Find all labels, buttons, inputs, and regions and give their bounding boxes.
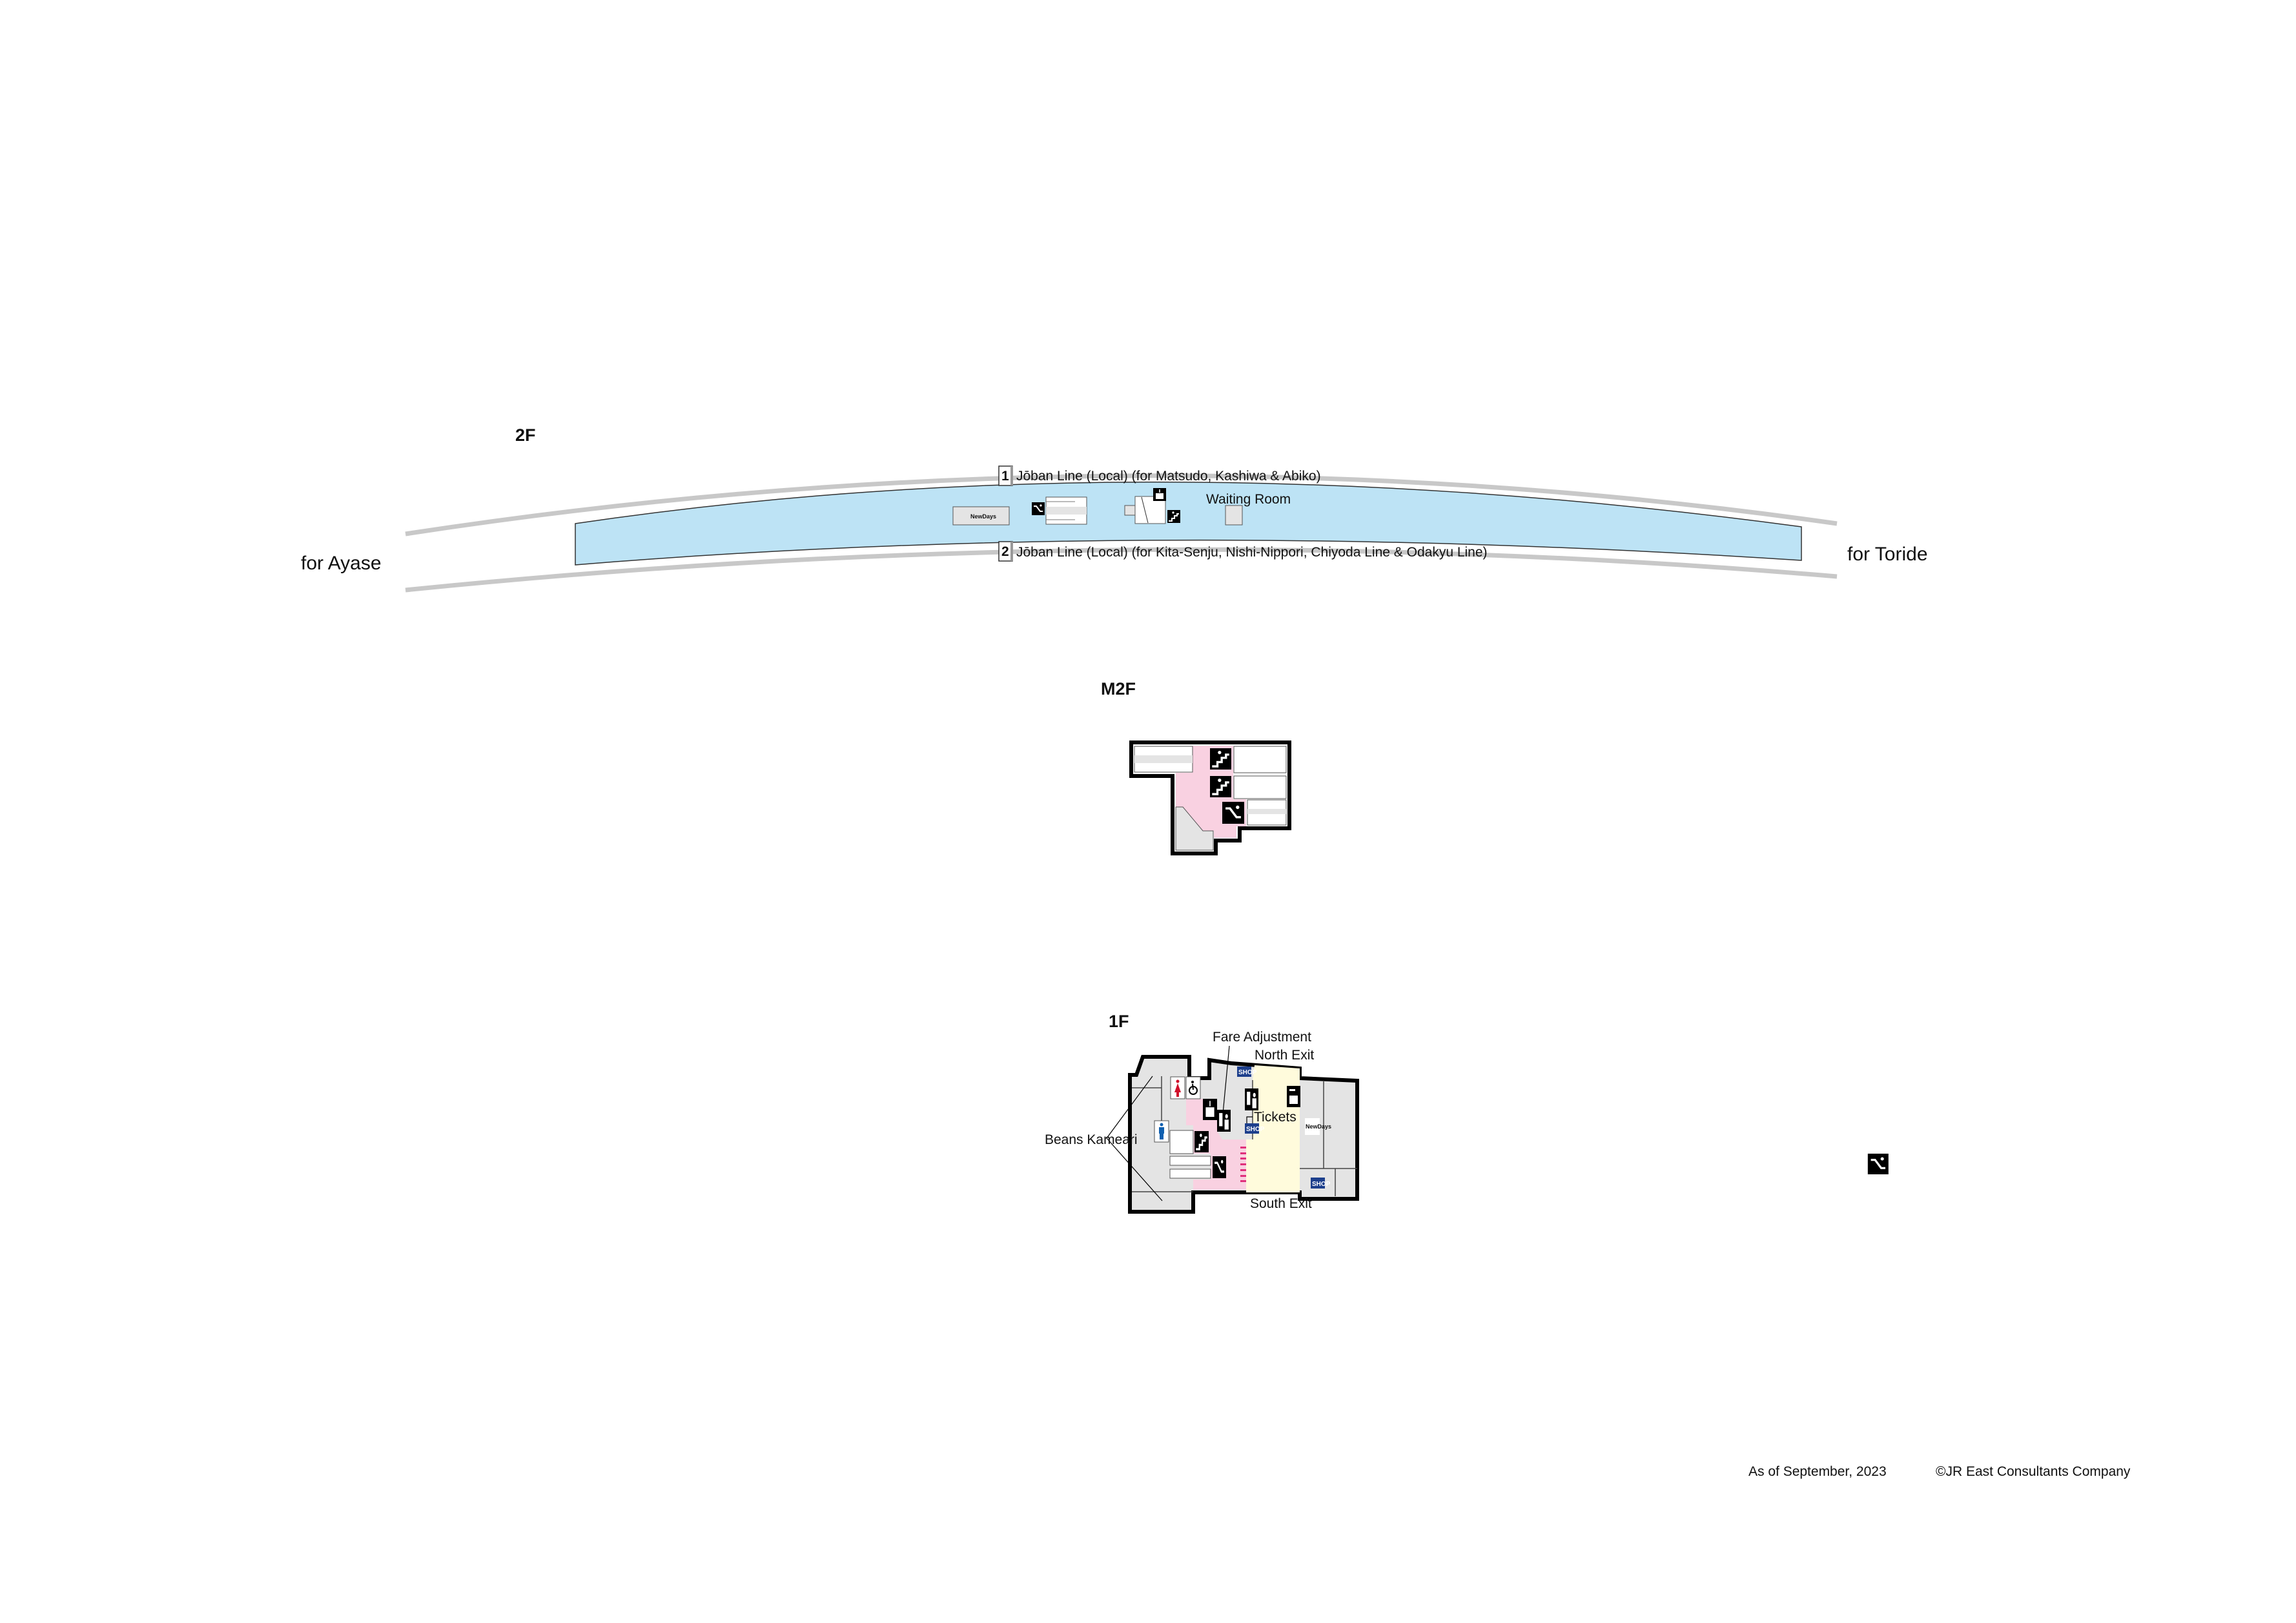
elevator-icon [1202,1097,1218,1121]
ticket-machine-icon [1245,1088,1258,1110]
beans-kameari-label: Beans Kameari [1045,1132,1138,1147]
track-2 [405,547,1838,593]
newdays-shop-1f: NewDays [1305,1118,1331,1135]
as-of-date: As of September, 2023 [1748,1464,1887,1479]
coin-locker-icon [1287,1086,1300,1107]
escalator-icon [1221,801,1245,825]
floor-label-2f: 2F [515,425,536,445]
shop-badge: SHOP [1245,1123,1265,1134]
platform-2-label: Jōban Line (Local) (for Kita-Senju, Nish… [1016,545,1488,560]
fare-adjustment-icon [1217,1110,1231,1132]
platform-1-number: 1 [1001,469,1009,484]
1f-stairs [1169,1130,1211,1179]
mens-toilet-icon [1154,1120,1169,1143]
direction-ayase: for Ayase [301,553,382,574]
south-exit-label: South Exit [1250,1196,1312,1211]
callout-lines [1106,1045,1253,1201]
escalator-icon [1211,1155,1227,1179]
north-exit-label: North Exit [1255,1048,1314,1063]
ticket-gates [1240,1147,1246,1182]
m2f-escalator-left [1134,746,1193,773]
fare-adjustment-label: Fare Adjustment [1213,1030,1311,1045]
floor-m2f: M2F [1101,679,1890,1176]
shop-badge-text: SHOP [1312,1181,1331,1188]
newdays-logo: NewDays [970,513,996,520]
escalator-2f [1045,496,1087,525]
floor-2f: 2F 1 Jōban Line (Local) (for Matsudo, Ka… [301,425,1928,593]
m2f-facility [1175,806,1214,851]
newdays-shop-2f: NewDays [952,506,1010,526]
1f-concourse [1186,1099,1246,1190]
stairs-icon [1193,1130,1210,1154]
accessible-toilet-icon [1185,1076,1201,1099]
waiting-room [1225,505,1243,526]
floor-1f: 1F SHOP SHOP SHOP NewDays [1045,1012,1359,1214]
tickets-label: Tickets [1254,1110,1297,1125]
1f-free-area [1246,1065,1300,1192]
stairs-icon [1167,509,1181,524]
waiting-room-label: Waiting Room [1206,492,1291,507]
womens-toilet-icon [1170,1076,1185,1099]
track-1 [405,473,1838,536]
shop-badge-text: SHOP [1246,1126,1265,1133]
copyright: ©JR East Consultants Company [1936,1464,2131,1479]
m2f-stairs-right [1233,746,1287,826]
shop-badge: SHOP [1237,1067,1257,1077]
shop-badge-text: SHOP [1238,1069,1257,1076]
elevator-icon [1153,487,1167,502]
platform-2-number: 2 [1001,544,1009,559]
escalator-icon [1867,1152,1890,1176]
floor-label-1f: 1F [1109,1012,1129,1031]
stairs-up-icon [1209,747,1233,771]
platform-1-label: Jōban Line (Local) (for Matsudo, Kashiwa… [1016,469,1321,484]
newdays-logo: NewDays [1306,1123,1331,1130]
shop-badge: SHOP [1311,1178,1331,1189]
escalator-icon [1031,502,1045,516]
direction-toride: for Toride [1847,544,1928,565]
floor-label-m2f: M2F [1101,679,1136,699]
platform [575,482,1802,566]
stairs-down-icon [1209,775,1233,799]
